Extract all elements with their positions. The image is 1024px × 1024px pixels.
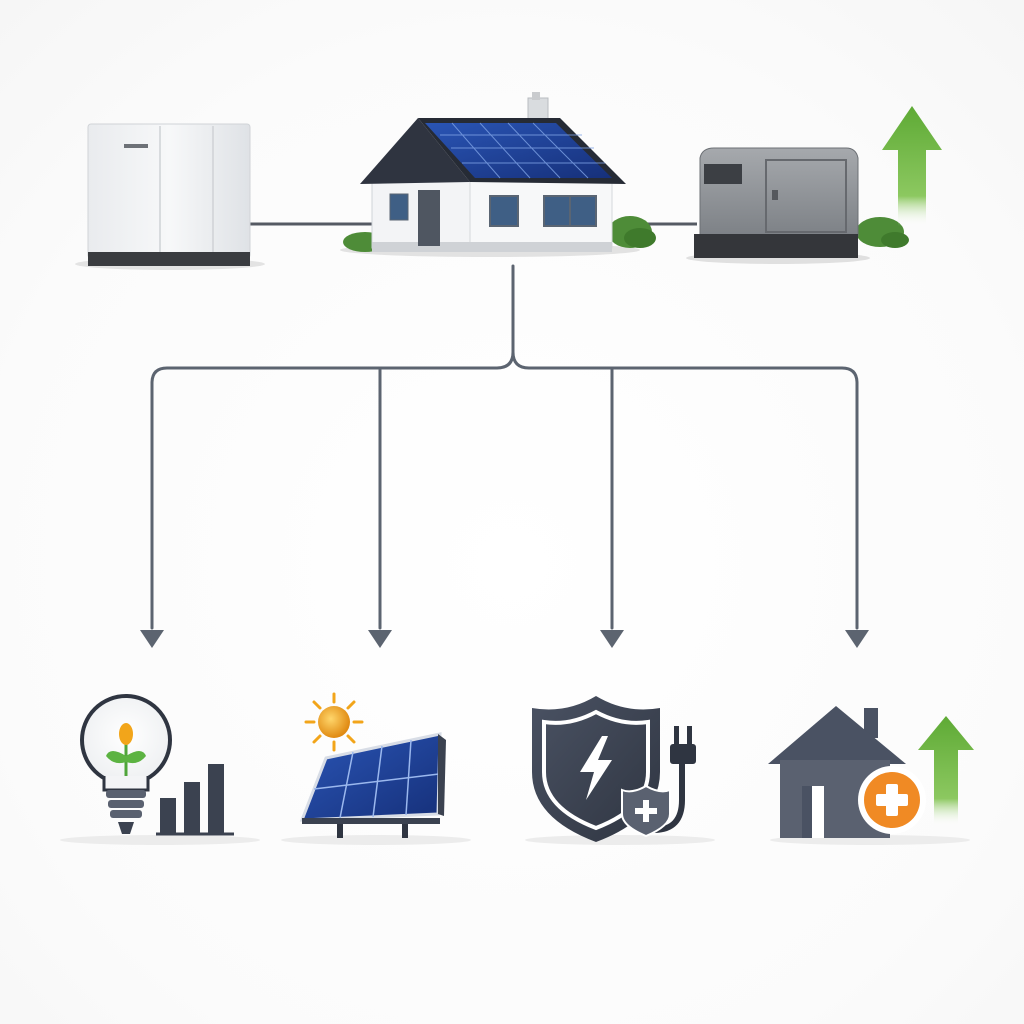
- arrowhead-4: [845, 630, 869, 648]
- solar-panel-sun-icon: [281, 692, 471, 845]
- eco-bulb-bar-chart-icon: [60, 694, 260, 845]
- arrowhead-1: [140, 630, 164, 648]
- house-plus-growth-icon: [768, 706, 974, 845]
- backup-generator-icon: [686, 147, 909, 264]
- right-trunk-line: [511, 350, 859, 630]
- solar-house-icon: [340, 92, 656, 257]
- branch-connectors: [150, 264, 859, 630]
- sun-icon: [304, 692, 364, 752]
- battery-storage-icon: [75, 123, 265, 270]
- branch-arrowheads: [140, 630, 869, 648]
- green-up-arrow-icon: [882, 106, 942, 226]
- trunk-line: [150, 264, 515, 630]
- shield-power-plug-icon: [525, 696, 715, 845]
- arrowhead-2: [368, 630, 392, 648]
- arrowhead-3: [600, 630, 624, 648]
